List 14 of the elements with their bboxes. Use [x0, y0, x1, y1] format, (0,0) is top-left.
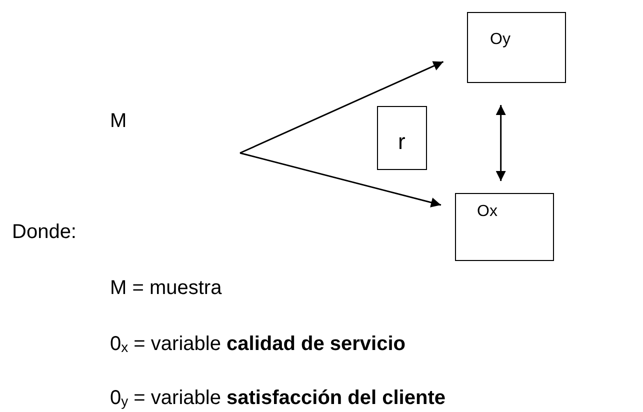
box-label: Oy — [490, 31, 510, 49]
variable-box — [455, 193, 554, 261]
variable-symbol: M — [110, 111, 127, 131]
note-heading: Donde: — [12, 222, 76, 242]
arrow — [240, 61, 444, 154]
legend-entry: M = muestra — [110, 278, 222, 298]
correlation-box — [377, 106, 427, 170]
box-label: Ox — [477, 203, 498, 221]
legend-entry: 0$_{x}$ = variable calidad de servicio — [110, 334, 406, 354]
variable-box — [467, 12, 566, 83]
legend-entry: 0$_{y}$ = variable satisfacción del cliente — [110, 388, 446, 408]
double-arrow — [496, 105, 506, 181]
arrow — [240, 152, 442, 208]
box-label: r — [398, 129, 406, 155]
